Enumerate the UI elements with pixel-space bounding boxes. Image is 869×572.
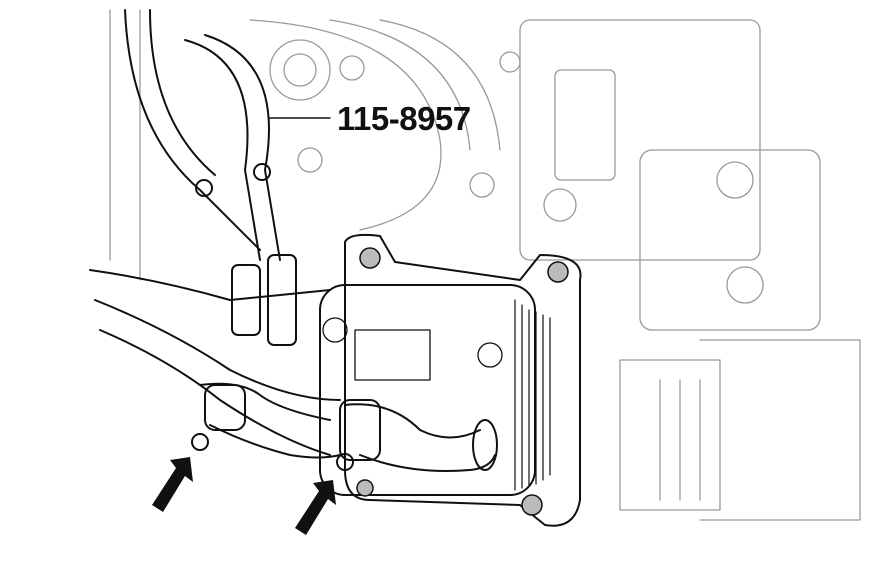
arrow-left-icon xyxy=(152,457,193,512)
coolant-pipes xyxy=(89,9,341,456)
mounting-bolts xyxy=(356,247,569,516)
coolant-hoses xyxy=(191,382,498,472)
oil-cooler-body xyxy=(319,284,536,496)
part-number-callout: 115-8957 xyxy=(337,100,471,137)
cooler-flange xyxy=(344,233,582,527)
cooler-label-plate xyxy=(354,329,431,381)
engine-block-background xyxy=(109,9,861,521)
arrow-right-icon xyxy=(295,480,336,535)
cooler-fins xyxy=(514,299,551,491)
